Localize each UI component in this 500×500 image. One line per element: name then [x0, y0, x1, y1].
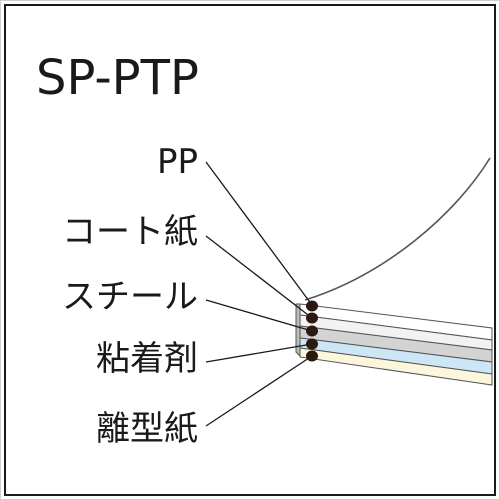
release-paper-layer — [299, 347, 493, 386]
label-pp: PP — [157, 142, 198, 182]
leader-line-coated-paper — [205, 235, 313, 319]
marker-steel — [306, 325, 318, 337]
marker-pp — [306, 300, 318, 312]
leader-line-steel — [205, 299, 313, 332]
label-steel: スチール — [62, 277, 198, 317]
inner-frame — [4, 4, 496, 496]
label-adhesive: 粘着剤 — [96, 339, 198, 379]
peel-curve — [304, 157, 491, 301]
leader-line-adhesive — [205, 343, 313, 363]
marker-release-paper — [306, 350, 318, 362]
label-coated-paper: コート紙 — [62, 212, 198, 252]
leader-line-pp — [205, 161, 313, 306]
marker-coated-paper — [306, 312, 318, 324]
label-release-paper: 離型紙 — [96, 409, 198, 449]
leader-lines — [205, 161, 313, 427]
layer-markers — [306, 300, 318, 362]
layer-stack — [295, 303, 493, 386]
marker-adhesive — [306, 338, 318, 350]
leader-line-release-paper — [205, 355, 313, 427]
stack-side-face — [295, 303, 301, 358]
diagram-title: SP-PTP — [36, 50, 199, 106]
